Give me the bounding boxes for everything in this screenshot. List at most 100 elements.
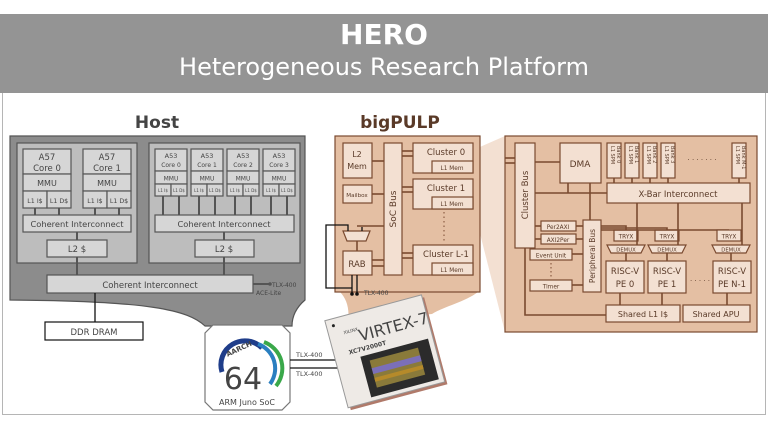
logo-arc-icon bbox=[257, 342, 278, 386]
spm-label: L1 SPM bbox=[645, 146, 651, 164]
l1-mem-label: L1 Mem bbox=[441, 268, 464, 274]
peripheral-bus bbox=[582, 219, 602, 293]
core-type-label: A53 bbox=[201, 152, 214, 160]
per2axi-label: Per2AXI bbox=[547, 225, 570, 231]
connector-dot bbox=[350, 292, 354, 296]
demux-label: DEMUX bbox=[616, 248, 636, 254]
pe-label: PE 1 bbox=[658, 280, 677, 290]
peripheral-bus-label: Peripheral Bus bbox=[588, 229, 597, 283]
l1i-label: L1 I$ bbox=[230, 188, 240, 193]
a57-core-0 bbox=[22, 148, 72, 175]
spm-ellipsis: · · · · · · · bbox=[688, 156, 717, 164]
mmu-label: MMU bbox=[200, 176, 215, 183]
host-title: Host bbox=[135, 113, 179, 133]
spm-label: L1 SPM bbox=[663, 146, 669, 164]
spm-label: Bank 2 bbox=[651, 146, 657, 163]
logo-arc-icon bbox=[218, 338, 264, 373]
l1-mem-block bbox=[431, 262, 474, 276]
tlx-label: TLX-400 bbox=[363, 290, 389, 297]
l1-mem-block bbox=[431, 196, 474, 210]
pe-label: PE N-1 bbox=[718, 280, 746, 290]
l2-label: L2 $ bbox=[68, 245, 86, 255]
rab-label: RAB bbox=[348, 260, 365, 270]
dma-block bbox=[559, 142, 602, 184]
core-type-label: A57 bbox=[99, 153, 116, 163]
risc-v-pe-1 bbox=[647, 260, 687, 294]
l1d-label: L1 D$ bbox=[245, 188, 257, 193]
pe-ellipsis: · · · · · bbox=[690, 277, 710, 285]
core-label: Core 2 bbox=[233, 162, 253, 169]
timer-label: Timer bbox=[542, 285, 560, 291]
tryx-label: TRYX bbox=[618, 235, 634, 241]
shared-l1i-label: Shared L1 I$ bbox=[618, 310, 668, 319]
l1d-label: L1 D$ bbox=[173, 188, 185, 193]
core-label: Core 1 bbox=[93, 164, 121, 174]
soc-bus-label: SoC Bus bbox=[389, 190, 399, 227]
title-banner: HERO Heterogeneous Research Platform bbox=[0, 14, 768, 93]
core-type-label: A53 bbox=[273, 152, 286, 160]
ace-lite-label: ACE-Lite bbox=[256, 290, 282, 297]
cluster-zoom-wedge bbox=[473, 136, 505, 332]
interconnect-label: Coherent Interconnect bbox=[30, 219, 124, 229]
spm-label: L1 SPM bbox=[734, 146, 740, 164]
risc-v-pe-0 bbox=[605, 260, 645, 294]
l1i-label: L1 I$ bbox=[158, 188, 168, 193]
core-label: Core 3 bbox=[269, 162, 289, 169]
core-type-label: A53 bbox=[237, 152, 250, 160]
mmu-label: MMU bbox=[236, 176, 251, 183]
core-label: Core 0 bbox=[33, 164, 61, 174]
l1-mem-label: L1 Mem bbox=[441, 202, 464, 208]
core-type-label: A57 bbox=[39, 153, 56, 163]
fpga-brand: XILINX bbox=[343, 327, 359, 337]
spm-label: Bank 0 bbox=[615, 146, 621, 163]
pe-type-label: RISC-V bbox=[653, 267, 681, 277]
spm-label: Bank 1 bbox=[633, 146, 639, 163]
dma-label: DMA bbox=[570, 160, 592, 170]
connector-line bbox=[524, 248, 606, 316]
chip-pin1-marker bbox=[331, 324, 335, 328]
demux-label: DEMUX bbox=[657, 248, 677, 254]
l1d-label: L1 D$ bbox=[110, 198, 128, 205]
l2-mem-block bbox=[342, 142, 373, 179]
mux-block bbox=[342, 230, 371, 242]
pe-type-label: RISC-V bbox=[611, 267, 639, 277]
demux-block bbox=[711, 244, 751, 254]
shared-apu-label: Shared APU bbox=[693, 310, 740, 319]
risc-v-pe-2 bbox=[712, 260, 752, 294]
l2-mem-label: Mem bbox=[347, 162, 367, 171]
l2-label: L2 $ bbox=[215, 245, 233, 255]
interconnect-label: Coherent Interconnect bbox=[177, 219, 271, 229]
l1d-label: L1 D$ bbox=[281, 188, 293, 193]
core-label: Core 1 bbox=[197, 162, 217, 169]
cluster-label: Cluster L-1 bbox=[423, 250, 469, 260]
demux-label: DEMUX bbox=[721, 248, 741, 254]
logo-arc-icon bbox=[263, 340, 285, 388]
page-title: HERO bbox=[340, 18, 428, 51]
interconnect-label: Coherent Interconnect bbox=[102, 281, 198, 291]
l1d-label: L1 D$ bbox=[209, 188, 221, 193]
xbar-label: X-Bar Interconnect bbox=[638, 190, 718, 200]
connector-dot bbox=[355, 292, 359, 296]
tryx-block bbox=[716, 229, 742, 242]
connector-line bbox=[325, 224, 352, 289]
demux-block bbox=[647, 244, 687, 254]
diagram-frame bbox=[2, 93, 766, 415]
cluster-label: Cluster 0 bbox=[427, 148, 465, 158]
demux-block bbox=[606, 244, 646, 254]
cluster-bus-label: Cluster Bus bbox=[521, 170, 531, 219]
spm-label: Bank M-1 bbox=[740, 146, 746, 169]
ddr-label: DDR DRAM bbox=[71, 328, 118, 338]
l1-mem-label: L1 Mem bbox=[441, 166, 464, 172]
l1d-label: L1 D$ bbox=[50, 198, 68, 205]
soc-bus bbox=[383, 142, 403, 276]
core-type-label: A53 bbox=[165, 152, 178, 160]
tryx-label: TRYX bbox=[659, 235, 675, 241]
l1i-label: L1 I$ bbox=[27, 198, 42, 205]
mailbox-label: Mailbox bbox=[346, 193, 368, 199]
spm-label: Bank 3 bbox=[669, 146, 675, 163]
spm-label: L1 SPM bbox=[609, 146, 615, 164]
fpga-die-fabric bbox=[374, 364, 424, 382]
pe-type-label: RISC-V bbox=[718, 267, 746, 277]
